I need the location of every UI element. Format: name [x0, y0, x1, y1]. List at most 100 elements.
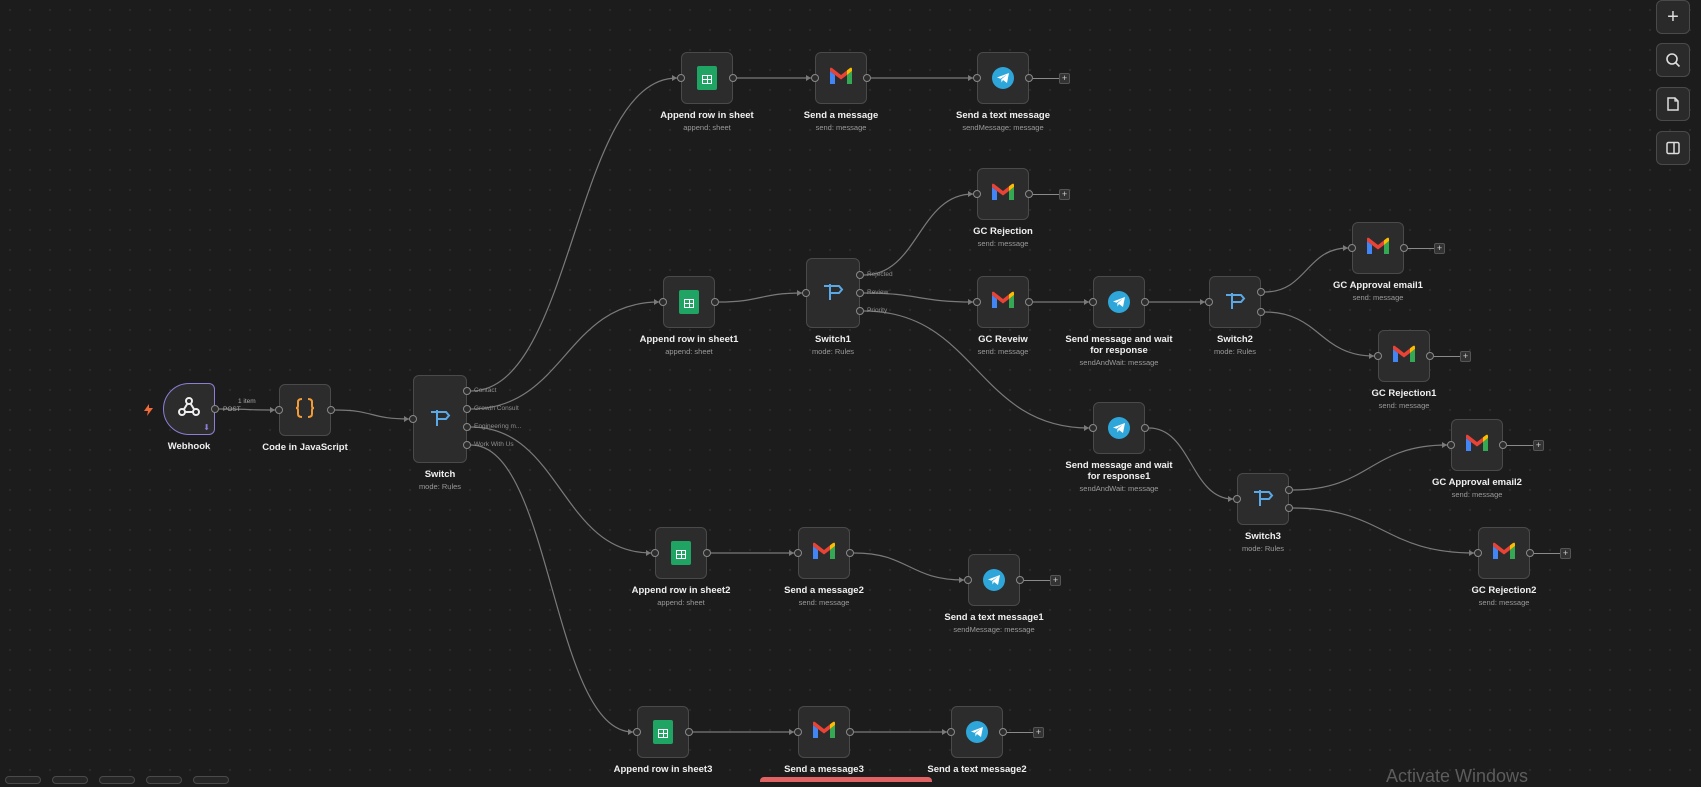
output-port[interactable]: [1025, 298, 1033, 306]
input-port[interactable]: [973, 190, 981, 198]
input-port[interactable]: [409, 415, 417, 423]
output-port[interactable]: [1426, 352, 1434, 360]
bottom-tab[interactable]: [99, 776, 135, 784]
input-port[interactable]: [794, 549, 802, 557]
input-port[interactable]: [275, 406, 283, 414]
input-port[interactable]: [1089, 298, 1097, 306]
connection-switch-to-append-row[interactable]: [470, 77, 678, 392]
node-send-text1[interactable]: [968, 554, 1020, 606]
node-send-message[interactable]: [815, 52, 867, 104]
node-gc-approval2[interactable]: [1451, 419, 1503, 471]
add-node-button[interactable]: +: [1033, 726, 1044, 738]
output-port[interactable]: [1141, 424, 1149, 432]
bottom-tab[interactable]: [193, 776, 229, 784]
output-port[interactable]: [1257, 308, 1265, 316]
input-port[interactable]: [1233, 495, 1241, 503]
add-node-button[interactable]: +: [1460, 350, 1471, 362]
node-append-row1[interactable]: [663, 276, 715, 328]
node-switch3[interactable]: [1237, 473, 1289, 525]
connection-switch3-to-gc-approval2[interactable]: [1292, 444, 1448, 491]
node-send-message2[interactable]: [798, 527, 850, 579]
output-port[interactable]: [846, 728, 854, 736]
output-port[interactable]: [711, 298, 719, 306]
connection-send-wait1-to-switch3[interactable]: [1148, 427, 1234, 500]
output-port[interactable]: [211, 405, 219, 413]
node-switch[interactable]: [413, 375, 467, 463]
node-send-text[interactable]: [977, 52, 1029, 104]
bottom-tab[interactable]: [52, 776, 88, 784]
input-port[interactable]: [1205, 298, 1213, 306]
node-append-row2[interactable]: [655, 527, 707, 579]
node-gc-rejection1[interactable]: [1378, 330, 1430, 382]
node-send-wait[interactable]: [1093, 276, 1145, 328]
node-webhook[interactable]: ⬇: [163, 383, 215, 435]
add-sticky-note-button[interactable]: [1656, 87, 1690, 121]
output-port[interactable]: [1400, 244, 1408, 252]
add-node-button[interactable]: +: [1050, 574, 1061, 586]
output-port[interactable]: [1016, 576, 1024, 584]
node-send-message3[interactable]: [798, 706, 850, 758]
node-switch1[interactable]: [806, 258, 860, 328]
output-port[interactable]: [463, 405, 471, 413]
connection-switch-to-append-row3[interactable]: [470, 444, 634, 733]
input-port[interactable]: [1474, 549, 1482, 557]
add-node-button[interactable]: +: [1059, 72, 1070, 84]
input-port[interactable]: [947, 728, 955, 736]
input-port[interactable]: [677, 74, 685, 82]
output-port[interactable]: [999, 728, 1007, 736]
output-port[interactable]: [863, 74, 871, 82]
input-port[interactable]: [973, 298, 981, 306]
output-port[interactable]: [463, 387, 471, 395]
connection-switch3-to-gc-rejection2[interactable]: [1292, 507, 1475, 554]
input-port[interactable]: [802, 289, 810, 297]
output-port[interactable]: [856, 307, 864, 315]
output-port[interactable]: [1257, 288, 1265, 296]
zoom-in-button[interactable]: +: [1656, 0, 1690, 34]
output-port[interactable]: [463, 441, 471, 449]
output-port[interactable]: [856, 289, 864, 297]
connection-switch1-to-send-wait1[interactable]: [863, 310, 1090, 429]
input-port[interactable]: [973, 74, 981, 82]
output-port[interactable]: [1499, 441, 1507, 449]
output-port[interactable]: [1526, 549, 1534, 557]
input-port[interactable]: [633, 728, 641, 736]
node-append-row[interactable]: [681, 52, 733, 104]
input-port[interactable]: [1348, 244, 1356, 252]
input-port[interactable]: [811, 74, 819, 82]
connection-switch2-to-gc-approval1[interactable]: [1264, 247, 1349, 293]
add-node-button[interactable]: +: [1434, 242, 1445, 254]
search-button[interactable]: [1656, 43, 1690, 77]
connection-webhook-to-code[interactable]: [218, 408, 276, 411]
output-port[interactable]: [1285, 504, 1293, 512]
output-port[interactable]: [729, 74, 737, 82]
add-node-button[interactable]: +: [1560, 547, 1571, 559]
input-port[interactable]: [1089, 424, 1097, 432]
connection-switch-to-append-row1[interactable]: [470, 301, 660, 410]
connection-switch1-to-gc-review[interactable]: [863, 292, 974, 303]
node-append-row3[interactable]: [637, 706, 689, 758]
bottom-tab[interactable]: [5, 776, 41, 784]
connection-switch-to-append-row2[interactable]: [470, 426, 652, 554]
input-port[interactable]: [1447, 441, 1455, 449]
add-node-button[interactable]: +: [1059, 188, 1070, 200]
input-port[interactable]: [1374, 352, 1382, 360]
output-port[interactable]: [1025, 74, 1033, 82]
output-port[interactable]: [856, 271, 864, 279]
connection-append-row1-to-switch1[interactable]: [718, 292, 803, 303]
output-port[interactable]: [1285, 486, 1293, 494]
input-port[interactable]: [659, 298, 667, 306]
toggle-panel-button[interactable]: [1656, 131, 1690, 165]
node-switch2[interactable]: [1209, 276, 1261, 328]
output-port[interactable]: [463, 423, 471, 431]
bottom-tab[interactable]: [146, 776, 182, 784]
connection-switch1-to-gc-rejection[interactable]: [863, 193, 974, 276]
input-port[interactable]: [794, 728, 802, 736]
connection-switch2-to-gc-rejection1[interactable]: [1264, 311, 1375, 357]
connection-code-to-switch[interactable]: [334, 409, 410, 420]
add-node-button[interactable]: +: [1533, 439, 1544, 451]
node-gc-review[interactable]: [977, 276, 1029, 328]
node-gc-rejection[interactable]: [977, 168, 1029, 220]
input-port[interactable]: [964, 576, 972, 584]
output-port[interactable]: [703, 549, 711, 557]
output-port[interactable]: [1025, 190, 1033, 198]
